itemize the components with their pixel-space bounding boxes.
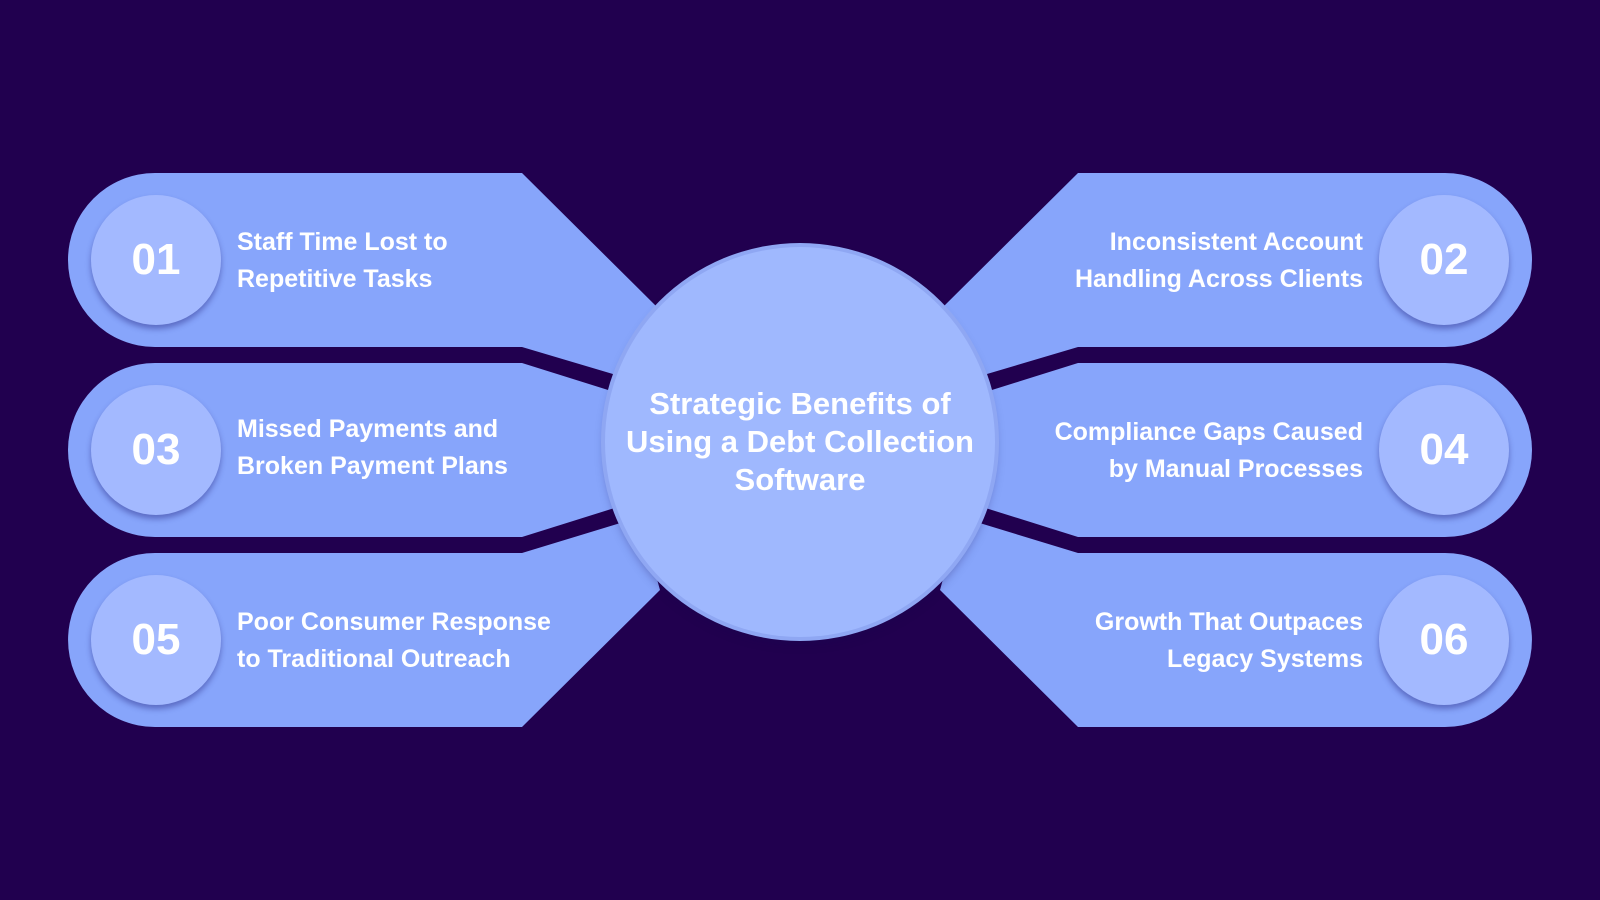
item-02-label: Inconsistent Account Handling Across Cli… [1023, 223, 1363, 299]
item-01-label: Staff Time Lost to Repetitive Tasks [237, 223, 577, 299]
center-title: Strategic Benefits of Using a Debt Colle… [605, 247, 995, 637]
item-05-label-line-2: to Traditional Outreach [237, 645, 511, 673]
item-03-label-line-1: Missed Payments and [237, 415, 499, 443]
band-02 [940, 173, 1532, 382]
item-06-number: 06 [1379, 575, 1509, 705]
band-06 [940, 517, 1532, 727]
center-title-line-2: Using a Debt Collection [626, 424, 974, 459]
item-02-label-line-1: Inconsistent Account [1109, 228, 1363, 256]
item-04-number: 04 [1379, 385, 1509, 515]
item-05-number: 05 [91, 575, 221, 705]
item-04-label-line-2: by Manual Processes [1108, 455, 1363, 483]
item-06-label-line-2: Legacy Systems [1167, 645, 1363, 673]
band-04 [960, 363, 1532, 537]
item-02-number: 02 [1379, 195, 1509, 325]
item-01-number: 01 [91, 195, 221, 325]
band-01 [68, 173, 660, 382]
center-title-line-1: Strategic Benefits of [649, 386, 951, 421]
band-03 [68, 363, 640, 537]
item-02-label-line-2: Handling Across Clients [1074, 265, 1363, 293]
item-04-label: Compliance Gaps Caused by Manual Process… [1023, 413, 1363, 489]
item-01-label-line-1: Staff Time Lost to [237, 228, 448, 256]
item-01-label-line-2: Repetitive Tasks [237, 265, 433, 293]
item-03-number: 03 [91, 385, 221, 515]
item-04-label-line-1: Compliance Gaps Caused [1054, 418, 1363, 446]
band-05 [68, 517, 661, 727]
center-title-line-3: Software [734, 462, 866, 497]
item-06-label: Growth That Outpaces Legacy Systems [1023, 603, 1363, 679]
item-03-label: Missed Payments and Broken Payment Plans [237, 410, 577, 486]
item-05-label: Poor Consumer Response to Traditional Ou… [237, 603, 577, 679]
item-05-label-line-1: Poor Consumer Response [237, 608, 551, 636]
item-06-label-line-1: Growth That Outpaces [1094, 608, 1363, 636]
item-03-label-line-2: Broken Payment Plans [237, 452, 508, 480]
